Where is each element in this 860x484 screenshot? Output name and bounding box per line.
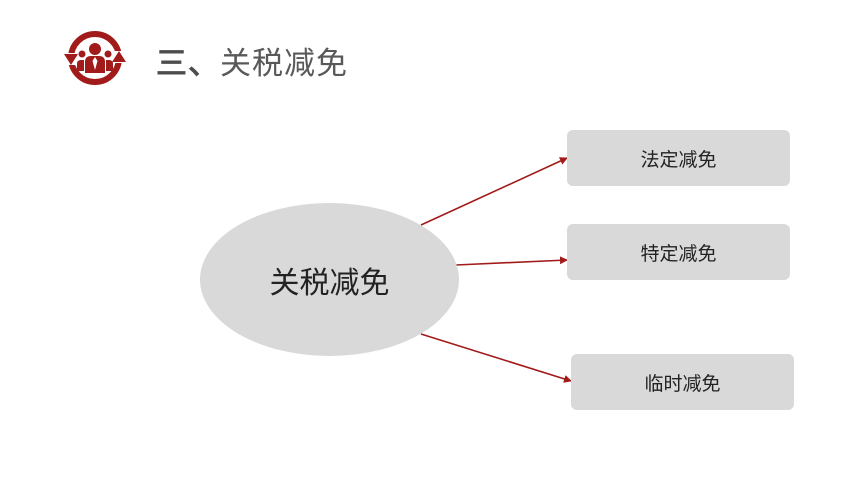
title-number: 三、 <box>156 46 220 82</box>
people-circle-arrows-logo-icon <box>64 31 126 85</box>
page-title: 三、关税减免 <box>156 44 348 84</box>
branch-box-1: 法定减免 <box>567 130 790 186</box>
branch-box-2: 特定减免 <box>567 224 790 280</box>
arrow-to-branch-3 <box>420 333 572 383</box>
center-node: 关税减免 <box>200 203 459 356</box>
branch-box-3: 临时减免 <box>571 354 794 410</box>
title-text: 关税减免 <box>220 46 348 82</box>
center-node-label: 关税减免 <box>269 265 390 301</box>
branch-label: 临时减免 <box>644 372 721 395</box>
arrow-to-branch-1 <box>420 157 568 226</box>
branch-label: 法定减免 <box>640 148 717 171</box>
branch-label: 特定减免 <box>640 242 717 265</box>
arrow-to-branch-2 <box>455 256 568 266</box>
